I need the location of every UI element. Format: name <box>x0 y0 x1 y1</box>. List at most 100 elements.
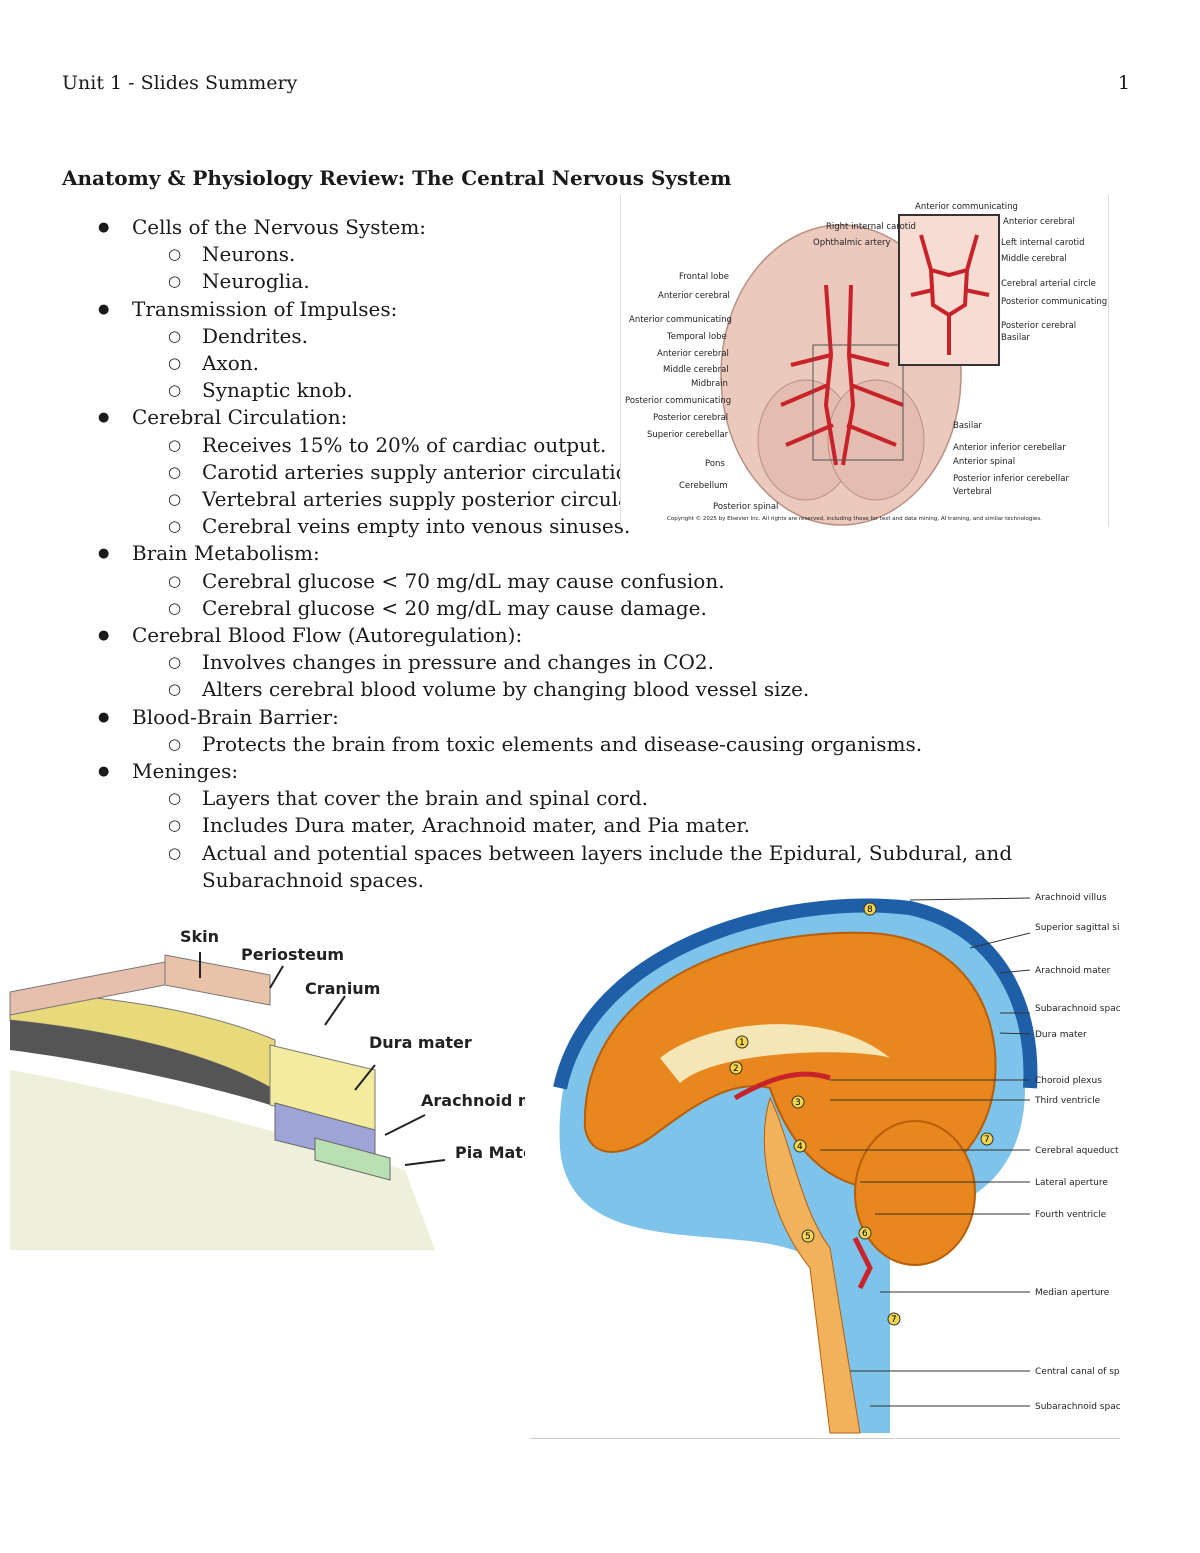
svg-text:Posterior cerebral: Posterior cerebral <box>653 413 728 423</box>
pointer-lines <box>199 952 446 1166</box>
svg-text:Central canal of spinal cord: Central canal of spinal cord <box>1035 1367 1120 1377</box>
svg-text:Posterior communicating: Posterior communicating <box>625 396 731 406</box>
artery-paths <box>780 284 904 466</box>
bullet-item: Meninges: Layers that cover the brain an… <box>62 758 1122 894</box>
svg-text:Basilar: Basilar <box>953 421 982 431</box>
svg-text:Posterior inferior cerebellar: Posterior inferior cerebellar <box>953 474 1069 484</box>
top-labels: Anterior communicating Right internal ca… <box>813 202 1018 248</box>
meninges-layers-figure: Skin Periosteum Cranium Dura mater Arach… <box>5 920 525 1250</box>
svg-text:Arachnoid mater: Arachnoid mater <box>421 1091 525 1110</box>
fourth-ventricle-plexus-path <box>852 1236 873 1290</box>
svg-text:Anterior communicating: Anterior communicating <box>629 315 732 325</box>
svg-text:4: 4 <box>797 1142 803 1152</box>
lower-right-labels: Basilar Anterior inferior cerebellar Ant… <box>953 421 1069 497</box>
svg-text:Fourth ventricle: Fourth ventricle <box>1035 1210 1107 1220</box>
bullet-item: Cells of the Nervous System: Neurons. Ne… <box>62 214 1122 296</box>
svg-text:Median aperture: Median aperture <box>1035 1288 1110 1298</box>
sub-bullet-item: Dendrites. <box>132 323 1122 350</box>
svg-text:2: 2 <box>733 1064 739 1074</box>
svg-text:Temporal lobe: Temporal lobe <box>666 332 727 342</box>
svg-text:Arachnoid villus: Arachnoid villus <box>1035 893 1107 903</box>
svg-text:Vertebral: Vertebral <box>953 487 992 497</box>
svg-text:Lateral aperture: Lateral aperture <box>1035 1178 1108 1188</box>
bullet-item: Transmission of Impulses: Dendrites. Axo… <box>62 296 1122 405</box>
sub-bullet-item: Vertebral arteries supply posterior circ… <box>132 486 1122 513</box>
cerebellum-shape <box>854 1120 976 1266</box>
svg-text:7: 7 <box>891 1315 897 1325</box>
label-leader-lines <box>820 897 1031 1407</box>
svg-text:Anterior cerebral: Anterior cerebral <box>657 349 729 359</box>
sub-bullet-item: Carotid arteries supply anterior circula… <box>132 459 1122 486</box>
svg-text:Posterior communicating: Posterior communicating <box>1001 297 1107 307</box>
svg-text:Middle cerebral: Middle cerebral <box>663 365 729 375</box>
svg-text:Third ventricle: Third ventricle <box>1034 1096 1101 1106</box>
svg-text:Anterior inferior cerebellar: Anterior inferior cerebellar <box>953 443 1066 453</box>
sub-bullet-item: Axon. <box>132 350 1122 377</box>
brainstem-shape <box>763 1096 861 1434</box>
svg-text:Frontal lobe: Frontal lobe <box>679 272 729 282</box>
arachnoid-block <box>314 1137 391 1181</box>
bullet-item: Cerebral Blood Flow (Autoregulation): In… <box>62 622 1122 704</box>
step-markers: 8 1 2 3 4 5 6 7 7 <box>729 902 994 1326</box>
svg-text:8: 8 <box>867 905 873 915</box>
bullet-item: Cerebral Circulation: Receives 15% to 20… <box>62 404 1122 540</box>
copyright-text: Copyright © 2025 by Elsevier Inc. All ri… <box>667 515 1042 522</box>
svg-text:Skin: Skin <box>180 927 219 946</box>
sub-bullet-item: Actual and potential spaces between laye… <box>132 840 1122 894</box>
svg-text:Superior sagittal sinus: Superior sagittal sinus <box>1035 923 1120 933</box>
layer-labels: Skin Periosteum Cranium Dura mater Arach… <box>180 927 525 1162</box>
dura-mater-band <box>553 898 1038 1090</box>
corpus-callosum <box>660 1024 890 1083</box>
brain-tissue-layer <box>10 1070 435 1250</box>
svg-text:Cerebral arterial circle: Cerebral arterial circle <box>1001 279 1096 289</box>
svg-text:Cerebral aqueduct: Cerebral aqueduct <box>1035 1146 1119 1156</box>
dura-layer <box>10 1020 315 1120</box>
svg-text:Cerebellum: Cerebellum <box>679 481 728 491</box>
svg-text:Subarachnoid space: Subarachnoid space <box>1035 1004 1120 1014</box>
svg-text:Posterior cerebral: Posterior cerebral <box>1001 321 1076 331</box>
sub-bullet-item: Involves changes in pressure and changes… <box>132 649 1122 676</box>
csf-flow-figure: 8 1 2 3 4 5 6 7 7 Arachnoid villus <box>530 888 1120 1439</box>
svg-text:Periosteum: Periosteum <box>241 945 344 964</box>
cerebellum-right-shape <box>827 379 925 501</box>
svg-text:Anterior cerebral: Anterior cerebral <box>1003 217 1075 227</box>
svg-text:Right internal carotid: Right internal carotid <box>826 222 916 232</box>
page-number: 1 <box>1117 72 1130 94</box>
sub-bullet-item: Cerebral glucose < 20 mg/dL may cause da… <box>132 595 1122 622</box>
svg-text:Dura mater: Dura mater <box>369 1033 472 1052</box>
svg-text:Posterior spinal: Posterior spinal <box>713 502 778 512</box>
svg-text:Left internal carotid: Left internal carotid <box>1001 238 1085 248</box>
sub-bullet-item: Protects the brain from toxic elements a… <box>132 731 1122 758</box>
choroid-plexus-path <box>733 1071 831 1101</box>
bullet-item: Blood-Brain Barrier: Protects the brain … <box>62 704 1122 759</box>
svg-text:6: 6 <box>862 1229 868 1239</box>
svg-text:Dura mater: Dura mater <box>1035 1030 1087 1040</box>
svg-text:Pia Mater: Pia Mater <box>455 1143 525 1162</box>
sub-bullet-item: Alters cerebral blood volume by changing… <box>132 676 1122 703</box>
sub-bullet-item: Layers that cover the brain and spinal c… <box>132 785 1122 812</box>
svg-text:Arachnoid mater: Arachnoid mater <box>1035 966 1111 976</box>
svg-text:Anterior communicating: Anterior communicating <box>915 202 1018 212</box>
section-title: Anatomy & Physiology Review: The Central… <box>62 166 732 190</box>
inset-artery-paths <box>910 234 990 355</box>
svg-text:Superior cerebellar: Superior cerebellar <box>647 430 729 440</box>
svg-text:3: 3 <box>795 1098 801 1108</box>
sub-bullet-item: Neuroglia. <box>132 268 1122 295</box>
sub-bullet-item: Neurons. <box>132 241 1122 268</box>
right-labels: Anterior cerebral Left internal carotid … <box>1001 217 1107 343</box>
svg-text:Cranium: Cranium <box>305 979 380 998</box>
csf-labels: Arachnoid villus Superior sagittal sinus… <box>1034 893 1120 1412</box>
sub-bullet-item: Includes Dura mater, Arachnoid mater, an… <box>132 812 1122 839</box>
svg-text:7: 7 <box>984 1135 990 1145</box>
svg-text:Middle cerebral: Middle cerebral <box>1001 254 1067 264</box>
svg-text:Pons: Pons <box>705 459 725 469</box>
sub-bullet-item: Cerebral veins empty into venous sinuses… <box>132 513 1122 540</box>
svg-text:Subarachnoid space of spinal c: Subarachnoid space of spinal cord <box>1035 1402 1120 1412</box>
page-header-title: Unit 1 - Slides Summery <box>62 72 298 94</box>
left-labels: Frontal lobe Anterior cerebral Anterior … <box>625 272 778 512</box>
inset-marker-box <box>812 344 904 461</box>
svg-text:Anterior cerebral: Anterior cerebral <box>658 291 730 301</box>
bullet-item: Brain Metabolism: Cerebral glucose < 70 … <box>62 540 1122 622</box>
sub-bullet-item: Synaptic knob. <box>132 377 1122 404</box>
circle-of-willis-figure: Frontal lobe Anterior cerebral Anterior … <box>620 195 1109 527</box>
